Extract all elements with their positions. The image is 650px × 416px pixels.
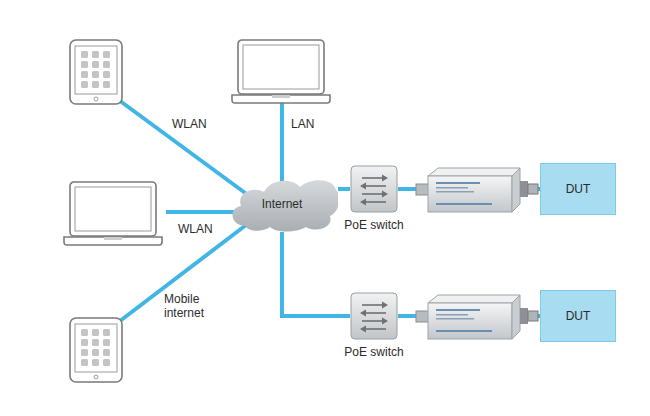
switch-body bbox=[351, 166, 397, 212]
link-label: WLAN bbox=[178, 222, 213, 236]
arrow-head bbox=[382, 318, 388, 325]
arrow-head bbox=[360, 310, 366, 317]
network-cable bbox=[338, 187, 350, 191]
switch-arrowheads bbox=[360, 175, 388, 206]
switch-icon bbox=[350, 165, 398, 213]
link-label: Mobile internet bbox=[164, 292, 222, 320]
arrow-head bbox=[382, 302, 388, 309]
arrow-line bbox=[362, 304, 384, 306]
arrow-head bbox=[360, 326, 366, 333]
poe-switch: PoE switch bbox=[350, 165, 398, 213]
laptop-icon bbox=[232, 40, 330, 103]
dut-box: DUT bbox=[540, 163, 616, 215]
tablet-icon bbox=[70, 318, 122, 382]
dut-box: DUT bbox=[540, 290, 616, 342]
node-label: DUT bbox=[541, 291, 615, 341]
arrow-head bbox=[360, 199, 366, 206]
switch-arrows bbox=[362, 305, 386, 329]
link-label: WLAN bbox=[172, 117, 207, 131]
arrow-line bbox=[362, 177, 384, 179]
arrow-line bbox=[362, 320, 384, 322]
test-adapter bbox=[416, 295, 538, 339]
network-cloud: Internet bbox=[226, 176, 338, 232]
arrow-line bbox=[364, 312, 386, 314]
network-cable bbox=[282, 232, 350, 316]
tablet-icon bbox=[70, 40, 122, 104]
arrow-line bbox=[364, 328, 386, 330]
test-adapter bbox=[416, 168, 538, 212]
lan-link bbox=[280, 103, 284, 192]
wlan-link bbox=[166, 210, 242, 214]
switch-label: PoE switch bbox=[344, 345, 403, 359]
switch-arrowheads bbox=[360, 302, 388, 333]
arrow-head bbox=[382, 175, 388, 182]
switch-icon bbox=[350, 292, 398, 340]
switch-arrows bbox=[362, 178, 386, 202]
arrow-line bbox=[364, 201, 386, 203]
poe-switch: PoE switch bbox=[350, 292, 398, 340]
arrow-head bbox=[360, 183, 366, 190]
arrow-line bbox=[362, 193, 384, 195]
node-label: DUT bbox=[541, 164, 615, 214]
switch-body bbox=[351, 293, 397, 339]
switch-label: PoE switch bbox=[344, 218, 403, 232]
arrow-head bbox=[382, 191, 388, 198]
node-label: Internet bbox=[226, 176, 338, 232]
arrow-line bbox=[364, 185, 386, 187]
laptop-icon bbox=[64, 182, 162, 245]
link-label: LAN bbox=[291, 117, 314, 131]
